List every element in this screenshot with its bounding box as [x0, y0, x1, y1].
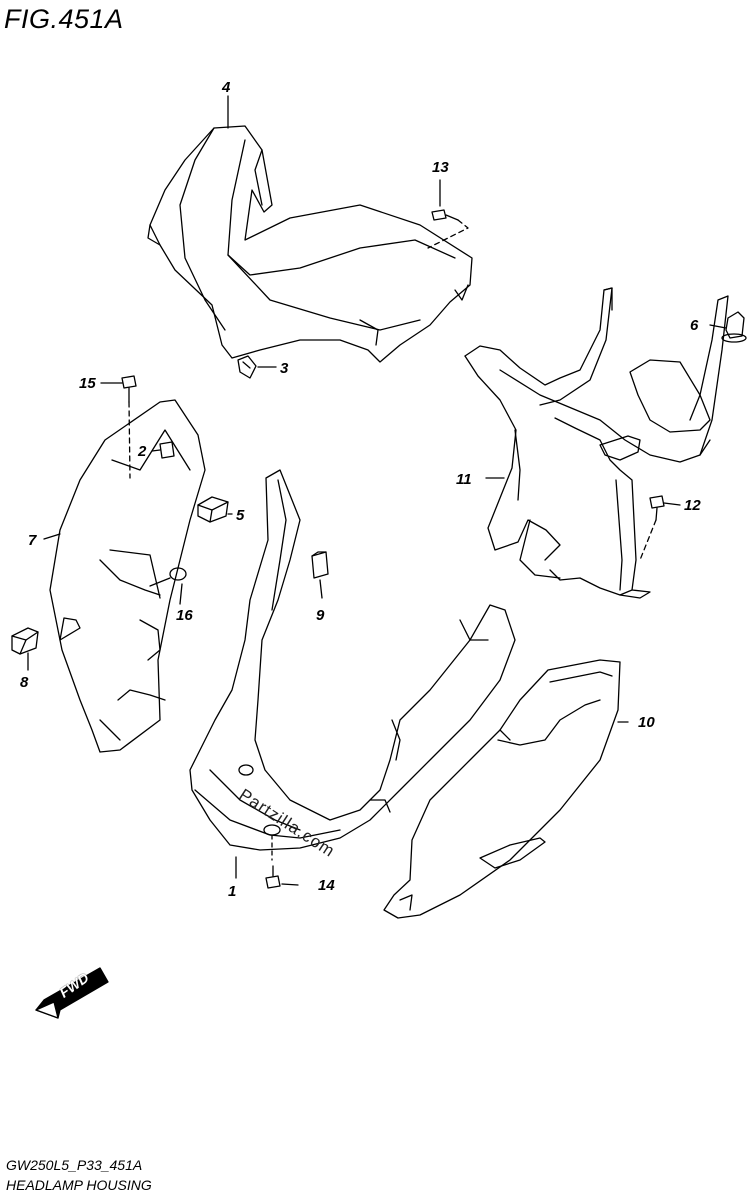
part-1-lower-cowling	[189, 469, 516, 861]
callout-5: 5	[236, 507, 245, 524]
callout-9: 9	[316, 607, 325, 624]
part-7-side-cover-left	[49, 399, 206, 753]
model-code: GW250L5_P33_451A	[6, 1157, 143, 1173]
callout-14: 14	[318, 877, 335, 894]
callout-15: 15	[79, 375, 96, 392]
fwd-arrow-shape	[35, 967, 109, 1019]
part-2-clip-nut	[159, 441, 175, 459]
callout-13: 13	[432, 159, 449, 176]
part-14-screw	[265, 865, 281, 889]
callout-8: 8	[20, 674, 29, 691]
part-11-bracket	[464, 287, 729, 599]
callout-2: 2	[138, 443, 147, 460]
part-16-screw	[149, 567, 187, 587]
part-12-bolt	[639, 495, 665, 561]
callout-7: 7	[28, 532, 37, 549]
part-13-screw	[427, 209, 469, 249]
callout-1: 1	[228, 883, 237, 900]
part-9-cushion	[311, 551, 329, 579]
callout-16: 16	[176, 607, 193, 624]
callout-6: 6	[690, 317, 699, 334]
figure-title: FIG.451A	[4, 4, 124, 34]
part-5-cushion	[197, 496, 229, 523]
part-3-clip	[237, 355, 257, 379]
part-8-cushion	[11, 627, 39, 655]
callout-10: 10	[638, 714, 655, 731]
part-15-bolt	[121, 375, 137, 479]
callout-11: 11	[456, 471, 472, 488]
callout-4: 4	[222, 79, 231, 96]
part-10-side-cover-right	[383, 659, 621, 919]
callout-12: 12	[684, 497, 701, 514]
section-name: HEADLAMP HOUSING	[6, 1177, 152, 1193]
part-6-grommet	[721, 311, 747, 343]
part-4-upper-cover	[147, 125, 473, 363]
leader-lines	[27, 95, 727, 886]
callout-3: 3	[280, 360, 289, 377]
